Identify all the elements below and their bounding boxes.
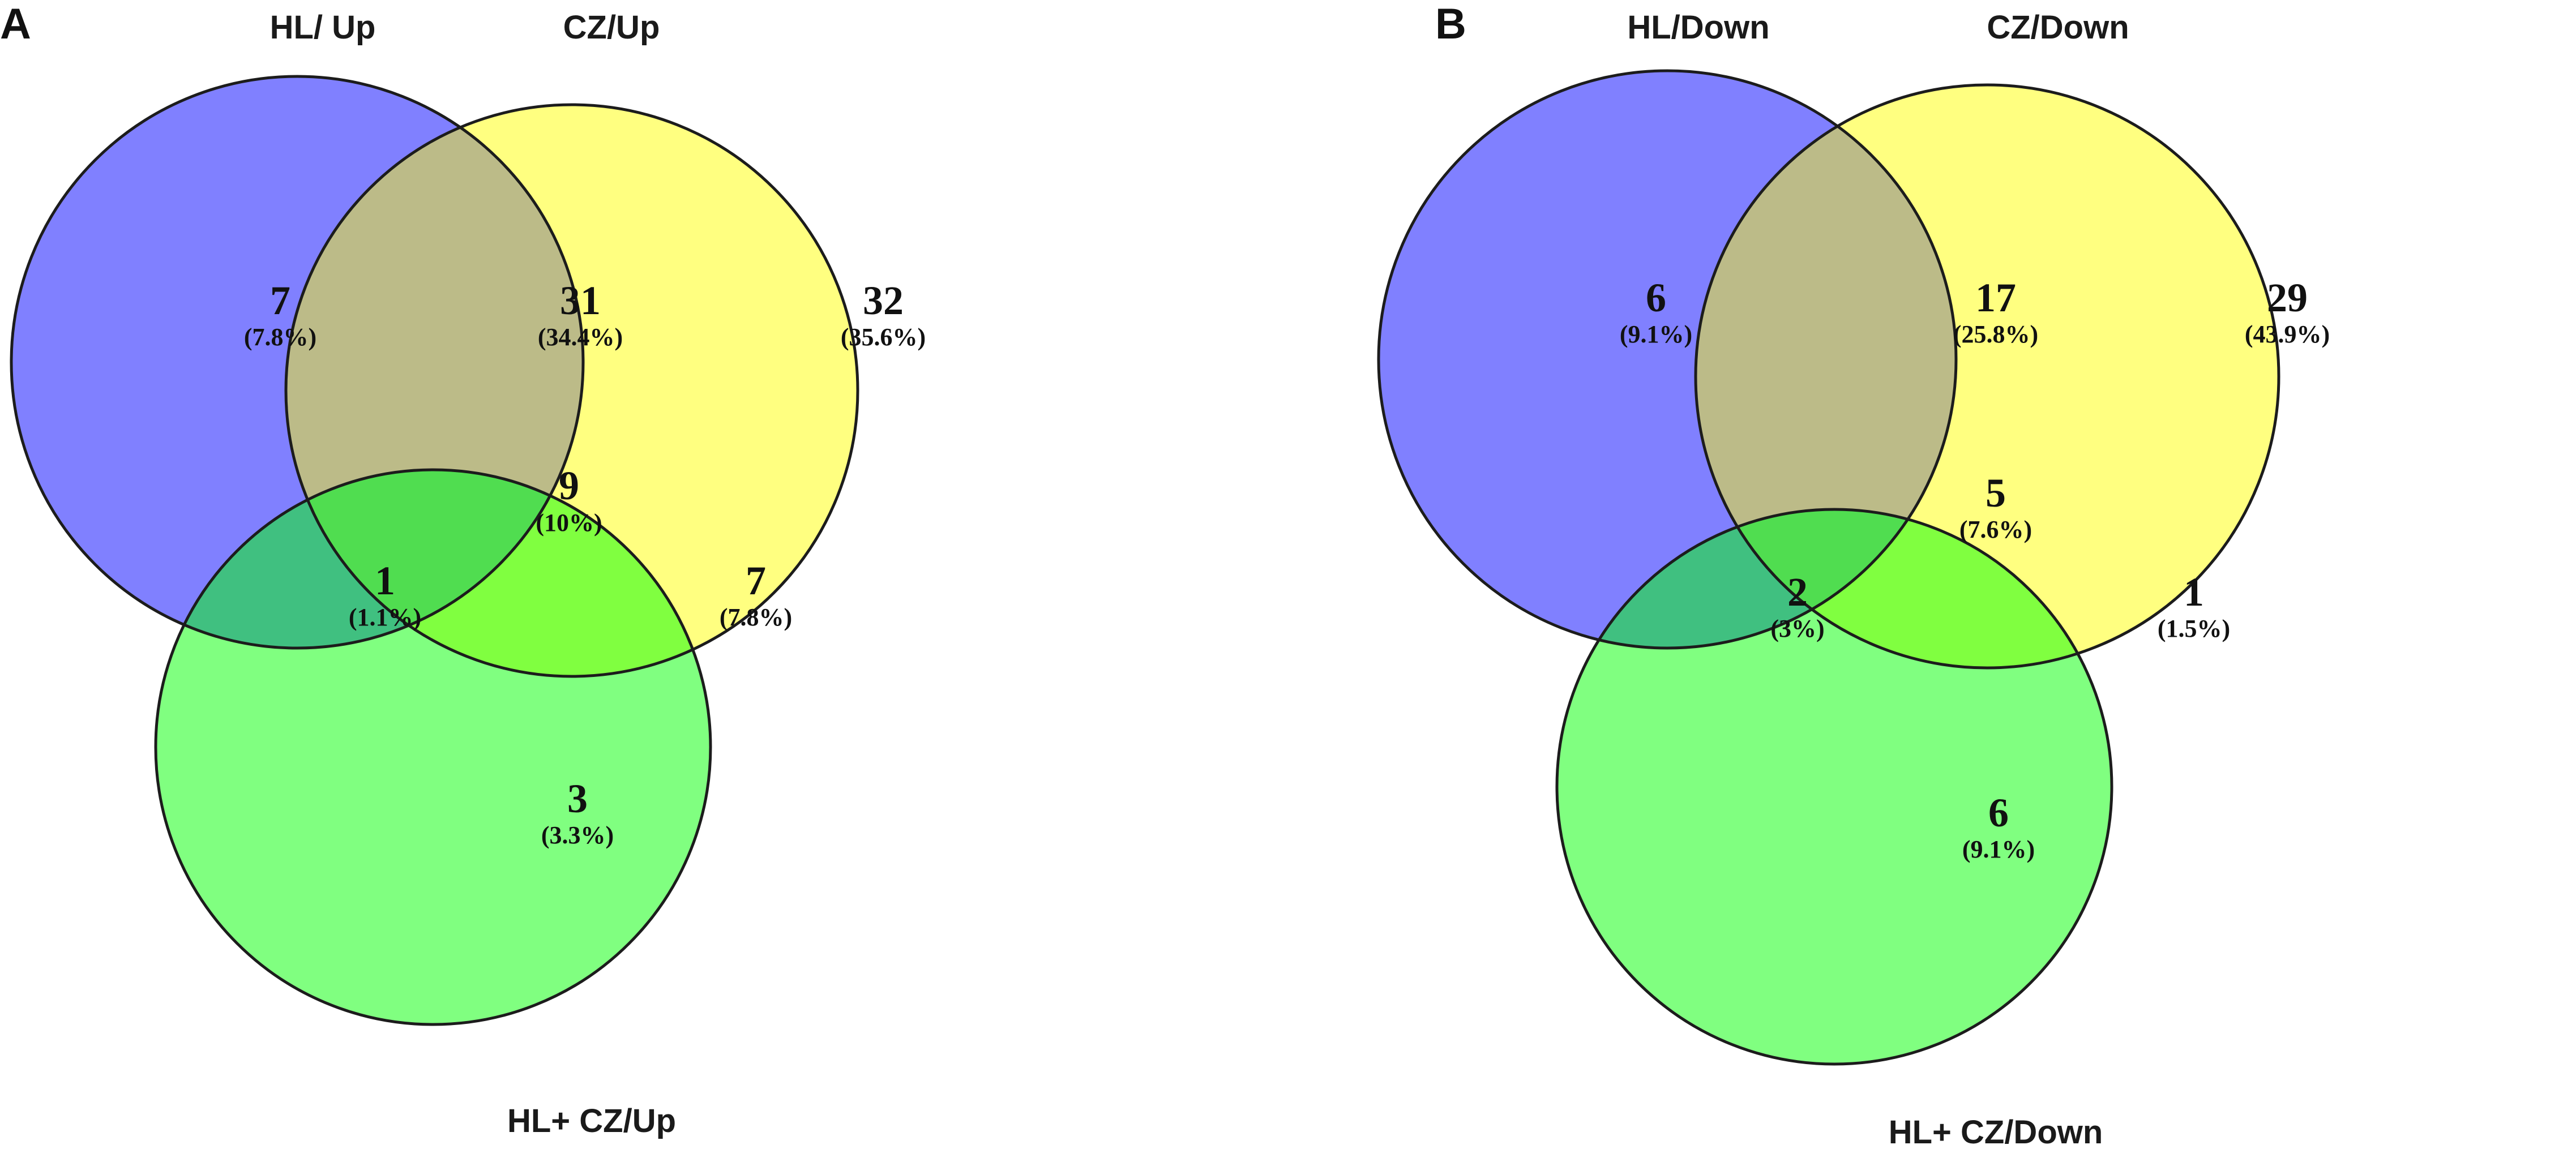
region-1-2-percent: (34.4%) [538, 323, 623, 351]
region-1-2-3-percent: (10%) [536, 509, 602, 537]
region-1-2-3-percent: (7.6%) [1959, 516, 2032, 543]
region-2-3-count: 7 [746, 558, 766, 603]
region-only-1-count: 7 [270, 278, 290, 323]
region-1-2-count: 31 [560, 278, 601, 323]
set-label-1: HL/ Up [270, 9, 376, 46]
region-1-2-percent: (25.8%) [1953, 320, 2038, 348]
region-only-1-percent: (9.1%) [1620, 320, 1692, 348]
region-only-3-percent: (9.1%) [1962, 835, 2035, 863]
set-label-2: CZ/Up [563, 9, 660, 46]
region-1-2-3-count: 5 [1986, 470, 2006, 516]
region-2-3-count: 1 [2184, 569, 2204, 615]
venn-panel-a: A HL/ Up CZ/Up HL+ CZ/Up 7 (7.8%) 31 (34… [0, 0, 926, 1139]
venn-overlap-2-3 [1696, 509, 2112, 668]
venn-set-3-outline [1555, 508, 2113, 1066]
region-only-1-percent: (7.8%) [244, 323, 316, 351]
panel-letter: B [1435, 0, 1466, 48]
venn-outlines [10, 75, 859, 1026]
set-label-3: HL+ CZ/Up [507, 1103, 676, 1139]
set-label-2: CZ/Down [1987, 9, 2129, 46]
panel-letter: A [0, 0, 31, 48]
region-2-3-percent: (7.8%) [720, 603, 792, 631]
region-1-3-percent: (3%) [1770, 615, 1824, 642]
region-only-2-count: 32 [863, 278, 904, 323]
region-1-3-count: 2 [1787, 569, 1808, 615]
set-label-3: HL+ CZ/Down [1889, 1114, 2103, 1151]
venn-panel-b: B HL/Down CZ/Down HL+ CZ/Down 6 (9.1%) 1… [1377, 0, 2330, 1151]
venn-set-1-outline [10, 75, 585, 650]
region-1-3-percent: (1.1%) [349, 603, 421, 631]
region-only-3-percent: (3.3%) [541, 821, 614, 849]
region-2-3-percent: (1.5%) [2158, 615, 2230, 642]
region-1-2-count: 17 [1975, 275, 2016, 320]
venn-set-2-outline [1694, 83, 2280, 670]
region-1-3-count: 1 [375, 558, 395, 603]
region-only-3-count: 6 [1988, 790, 2009, 835]
venn-set-1-outline [1377, 69, 1958, 650]
region-1-2-3-count: 9 [559, 463, 579, 508]
region-only-2-percent: (35.6%) [841, 323, 926, 351]
venn-set-2-outline [284, 103, 859, 678]
region-only-2-count: 29 [2267, 275, 2308, 320]
venn-outlines [1377, 69, 2280, 1066]
region-only-3-count: 3 [567, 776, 588, 821]
region-only-2-percent: (43.9%) [2245, 320, 2330, 348]
venn-set-3-outline [154, 468, 712, 1026]
set-label-1: HL/Down [1627, 9, 1769, 46]
region-only-1-count: 6 [1646, 275, 1666, 320]
